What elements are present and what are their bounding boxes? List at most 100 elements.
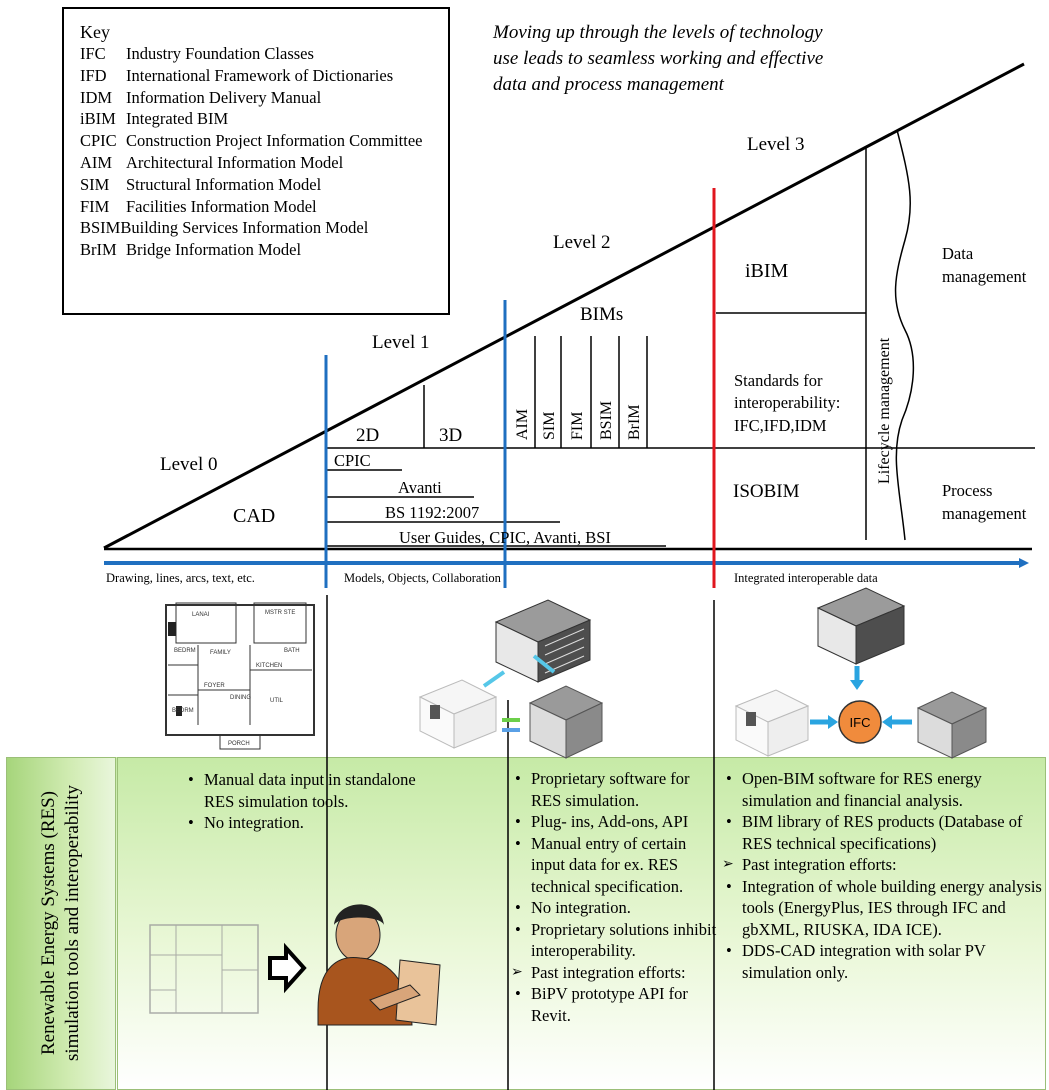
bim-model-bsim: BSIM <box>598 401 615 440</box>
res-bullet: Proprietary software for RES simulation. <box>511 768 717 811</box>
ifc-circle <box>838 700 882 744</box>
key-definition: Information Delivery Manual <box>126 87 322 107</box>
room-label: KITCHEN <box>256 663 282 669</box>
bs-label: BS 1192:2007 <box>385 503 479 522</box>
res-bullet: BIM library of RES products (Database of… <box>722 811 1047 854</box>
tagline: Moving up through the levels of technolo… <box>493 22 824 95</box>
process-management-line1: Process <box>942 481 992 500</box>
room-label: LANAI <box>192 612 210 618</box>
key-abbr: FIM <box>80 196 110 216</box>
res-bullet: No integration. <box>184 812 424 834</box>
key-row: iBIM Integrated BIM <box>80 108 448 130</box>
res-bullet: Plug- ins, Add-ons, API <box>511 811 717 833</box>
key-definition: Building Services Information Model <box>120 218 369 238</box>
res-plan-to-user-illustration <box>149 904 441 1026</box>
lifecycle-label: Lifecycle management <box>876 337 893 484</box>
isobim-label: ISOBIM <box>733 481 800 502</box>
key-definition: Facilities Information Model <box>126 196 317 216</box>
room-label: FOYER <box>204 683 225 689</box>
res-bullet: Open-BIM software for RES energy simulat… <box>722 768 1047 811</box>
key-definition: Structural Information Model <box>126 174 322 194</box>
level-0-label: Level 0 <box>160 454 218 475</box>
axis-caption-models: Models, Objects, Collaboration <box>344 571 502 585</box>
cpic-label: CPIC <box>334 451 371 470</box>
bim-model-sim: SIM <box>541 412 558 440</box>
bims-label: BIMs <box>580 304 623 325</box>
room-label: BATH <box>284 648 300 654</box>
key-definition: Construction Project Information Committ… <box>126 131 423 151</box>
res-arrow-item: Past integration efforts: <box>722 854 1047 876</box>
res-bullet: Integration of whole building energy ana… <box>722 876 1047 941</box>
key-abbr: SIM <box>80 174 110 194</box>
key-abbr: IFC <box>80 44 106 63</box>
cad-label: CAD <box>233 505 275 527</box>
key-row: BrIM Bridge Information Model <box>80 239 448 261</box>
2d-label: 2D <box>356 425 379 446</box>
key-abbr: IFD <box>80 65 107 85</box>
room-label: UTIL <box>270 698 284 704</box>
key-row: IFD International Framework of Dictionari… <box>80 65 448 87</box>
standards-line1: Standards for <box>734 371 823 390</box>
room-label: BEDRM <box>174 648 196 654</box>
floor-plan-drawing: LANAI MSTR STE BEDRM FAMILY BATH KITCHEN… <box>165 602 315 750</box>
key-row: AIM Architectural Information Model <box>80 152 448 174</box>
key-row: IDM Information Delivery Manual <box>80 87 448 109</box>
3d-label: 3D <box>439 425 462 446</box>
res-col-level3-list: Open-BIM software for RES energy simulat… <box>722 768 1047 983</box>
standards-line2: interoperability: <box>734 393 840 412</box>
key-definition: Architectural Information Model <box>126 152 344 172</box>
room-label: BEDRM <box>172 708 194 714</box>
key-row: IFC Industry Foundation Classes <box>80 43 448 65</box>
data-management-line1: Data <box>942 244 974 263</box>
maturity-diagonal <box>103 62 1025 550</box>
axis-caption-drawing: Drawing, lines, arcs, text, etc. <box>106 571 255 585</box>
ifc-circle-label: IFC <box>850 715 871 730</box>
bim-model-brim: BrIM <box>626 404 643 440</box>
res-arrow-item: Past integration efforts: <box>511 962 717 984</box>
room-label: PORCH <box>228 741 250 747</box>
key-row: FIM Facilities Information Model <box>80 196 448 218</box>
right-arrow-icon <box>268 942 307 994</box>
level-3-label: Level 3 <box>747 134 805 155</box>
res-bullet: BiPV prototype API for Revit. <box>511 983 717 1026</box>
key-abbr: BSIM <box>80 218 121 238</box>
res-bullet: Manual data input in standalone RES simu… <box>184 769 424 812</box>
key-abbr: iBIM <box>80 109 116 129</box>
key-definition: Bridge Information Model <box>126 240 302 260</box>
ifc-hub-illustration: IFC <box>734 587 988 759</box>
data-management-line2: management <box>942 267 1027 286</box>
res-bullet: Proprietary solutions inhibit interopera… <box>511 919 717 962</box>
room-label: DINING <box>230 695 251 701</box>
key-row: CPIC Construction Project Information Com… <box>80 130 448 152</box>
key-definition: Industry Foundation Classes <box>126 44 314 63</box>
key-abbr: IDM <box>80 87 113 107</box>
res-bullet: No integration. <box>511 897 717 919</box>
key-row: SIM Structural Information Model <box>80 174 448 196</box>
room-label: MSTR STE <box>265 610 295 616</box>
res-col-level0-list: Manual data input in standalone RES simu… <box>184 769 424 834</box>
bim-model-aim: AIM <box>514 409 531 440</box>
key-definition: Integrated BIM <box>126 109 229 129</box>
key-abbr: AIM <box>80 152 113 172</box>
res-col-level2-list: Proprietary software for RES simulation.… <box>511 768 717 1026</box>
key-title: Key <box>80 22 110 42</box>
res-bullet: DDS-CAD integration with solar PV simula… <box>722 940 1047 983</box>
room-label: FAMILY <box>210 650 231 656</box>
standards-line3: IFC,IFD,IDM <box>734 416 827 435</box>
bim-model-fim: FIM <box>569 412 586 440</box>
avanti-label: Avanti <box>398 478 442 497</box>
level-1-label: Level 1 <box>372 332 430 353</box>
res-bullet: Manual entry of certain input data for e… <box>511 833 717 898</box>
userguides-label: User Guides, CPIC, Avanti, BSI <box>399 528 611 547</box>
key-abbr: CPIC <box>80 131 117 151</box>
management-boundary <box>894 129 915 541</box>
ibim-label: iBIM <box>745 260 789 282</box>
key-legend: Key IFC Industry Foundation Classes IFD In… <box>62 7 450 315</box>
key-abbr: BrIM <box>80 240 117 260</box>
key-definition: International Framework of Dictionaries <box>126 65 394 85</box>
res-side-cell <box>6 757 116 1090</box>
level-2-label: Level 2 <box>553 232 611 253</box>
axis-caption-integrated: Integrated interoperable data <box>734 571 878 585</box>
